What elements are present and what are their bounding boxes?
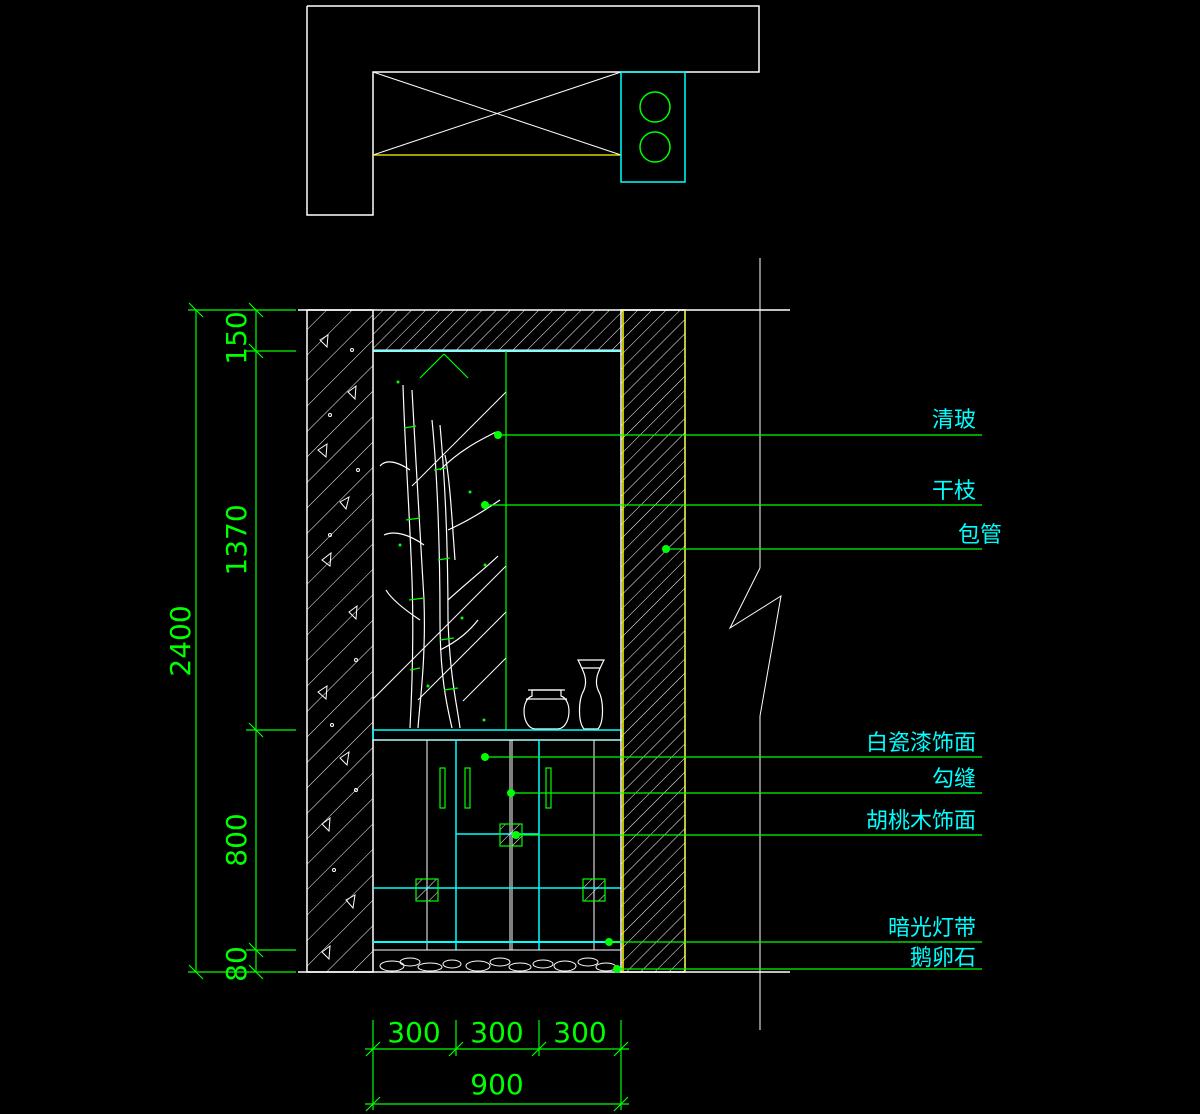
label-clear-glass: 清玻 (932, 408, 976, 433)
pipe-casing-hatch (620, 309, 686, 973)
vertical-dimensions (188, 302, 296, 980)
break-line-zigzag (728, 567, 782, 1030)
horizontal-dimensions (365, 1020, 629, 1112)
plan-view (306, 5, 760, 216)
dim-bay-3: 300 (553, 1016, 606, 1049)
leader-dots (481, 431, 670, 973)
dim-plinth: 80 (220, 946, 253, 982)
dim-display-niche: 1370 (220, 504, 253, 575)
dim-total-height: 2400 (164, 605, 197, 676)
concrete-aggregate-marks (317, 334, 360, 961)
cabinet-body (372, 739, 622, 943)
plan-pipe-circle-2 (639, 131, 671, 163)
label-pipe-casing: 包管 (958, 523, 1002, 548)
plan-cross-line-2 (372, 71, 622, 156)
walnut-veneer-squares (415, 823, 606, 902)
pebbles-drawing (379, 957, 617, 972)
label-grout-groove: 勾缝 (932, 767, 976, 792)
top-band-hatch (372, 309, 622, 351)
vase-round (523, 689, 570, 730)
label-pebbles: 鹅卵石 (910, 946, 976, 971)
plan-wall-outline (306, 5, 760, 216)
downlight-symbol (419, 353, 469, 379)
elevation-view (298, 258, 790, 1030)
glass-reflection-lines (372, 391, 507, 702)
dry-branches-drawing (379, 380, 501, 729)
dim-top-band: 150 (220, 311, 253, 364)
plan-pipe-circle-1 (639, 91, 671, 123)
leader-lines (485, 434, 982, 970)
dim-bay-1: 300 (387, 1016, 440, 1049)
dim-bay-2: 300 (470, 1016, 523, 1049)
left-wall-hatch (306, 309, 374, 973)
label-led-strip: 暗光灯带 (888, 916, 976, 941)
cabinet-handles (439, 767, 552, 809)
dim-cabinet: 800 (220, 813, 253, 866)
plan-pipe-box (620, 71, 686, 183)
label-walnut-veneer: 胡桃木饰面 (866, 809, 976, 834)
cabinet-door-cyan-lines (373, 740, 621, 950)
vase-tall (577, 659, 605, 730)
label-dry-branches: 干枝 (932, 479, 976, 504)
label-white-lacquer: 白瓷漆饰面 (866, 731, 976, 756)
cabinet-top-shelf (372, 729, 622, 741)
dim-total-width: 900 (470, 1068, 523, 1101)
